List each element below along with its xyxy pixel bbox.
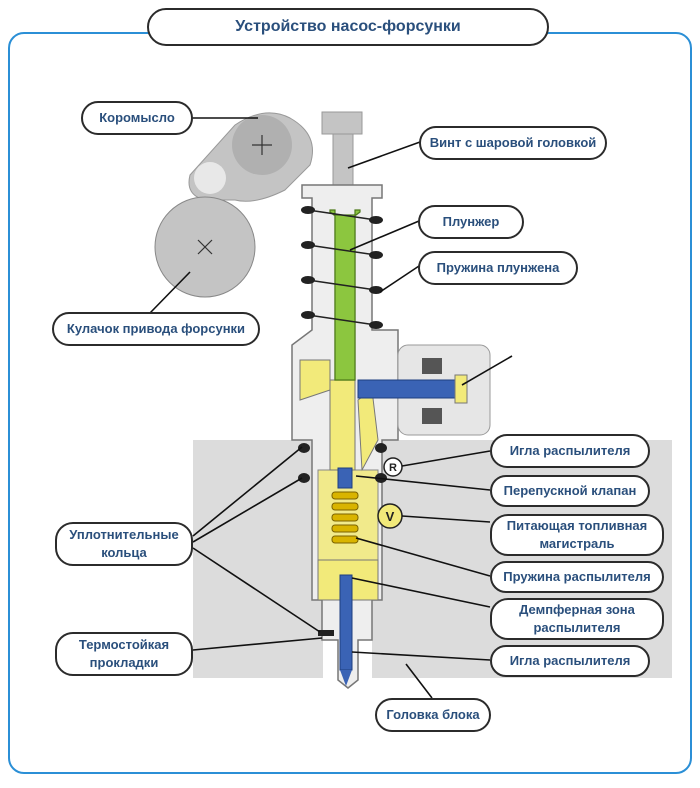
page-title: Устройство насос-форсунки xyxy=(147,8,549,46)
fuel-channels xyxy=(299,359,379,601)
spill-valve xyxy=(357,374,468,404)
label-heat-resistant-gasket: Термостойкая прокладки xyxy=(55,632,193,676)
plunger xyxy=(329,209,361,381)
rocker-arm xyxy=(188,112,313,202)
label-plunger: Плунжер xyxy=(418,205,524,239)
nozzle-spring xyxy=(331,491,359,544)
label-nozzle-needle-top: Игла распылителя xyxy=(490,434,650,468)
label-cylinder-head: Головка блока xyxy=(375,698,491,732)
label-seal-rings: Уплотнительные кольца xyxy=(55,522,193,566)
plunger-spring xyxy=(301,206,383,329)
label-nozzle-spring: Пружина распылителя xyxy=(490,561,664,593)
ball-screw xyxy=(321,111,363,190)
marker-r-circle xyxy=(383,457,403,477)
nozzle-needle xyxy=(331,467,359,686)
label-injector-cam: Кулачок привода форсунки xyxy=(52,312,260,346)
label-nozzle-needle-bottom: Игла распылителя xyxy=(490,645,650,677)
label-plunger-spring: Пружина плунжена xyxy=(418,251,578,285)
injector-cam xyxy=(154,196,256,298)
marker-r: R xyxy=(389,462,397,474)
label-ball-screw: Винт с шаровой головкой xyxy=(419,126,607,160)
seal-rings xyxy=(298,443,387,636)
label-rocker-arm: Коромысло xyxy=(81,101,193,135)
leader-lines xyxy=(149,117,513,699)
label-fuel-supply-line: Питающая топливная магистраль xyxy=(490,514,664,556)
label-spill-valve: Перепускной клапан xyxy=(490,475,650,507)
label-damper-zone: Демпферная зона распылителя xyxy=(490,598,664,640)
marker-v: V xyxy=(386,509,395,524)
